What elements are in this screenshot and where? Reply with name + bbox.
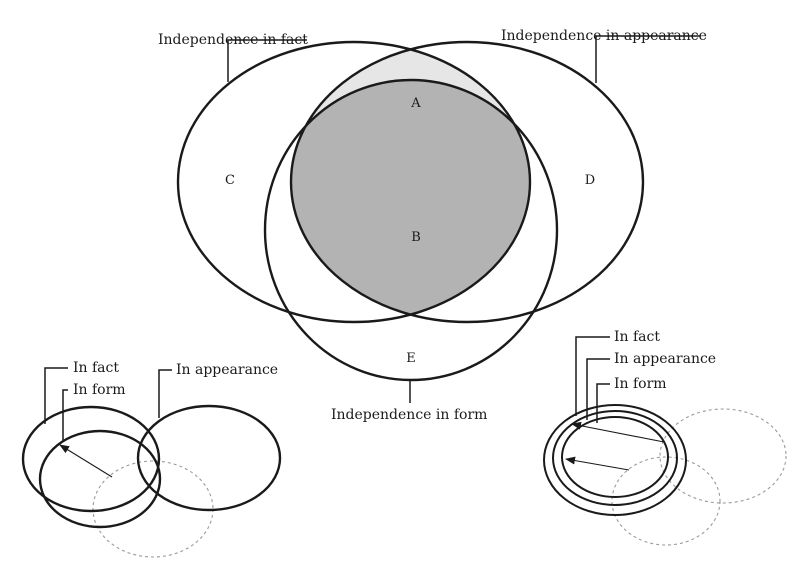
left-in-form-circle bbox=[38, 429, 162, 529]
right-dashed-circle-lower bbox=[611, 456, 721, 546]
independence-in-form-label: Independence in form bbox=[331, 407, 487, 423]
right-in-appearance-circle bbox=[552, 410, 678, 506]
right-in-form-circle bbox=[561, 416, 669, 498]
appearance-leader-line bbox=[595, 35, 700, 83]
left-fact-leader bbox=[44, 367, 68, 424]
right-in-appearance-label: In appearance bbox=[614, 351, 716, 367]
independence-in-appearance-circle bbox=[289, 40, 645, 324]
right-fact-leader bbox=[575, 336, 610, 416]
right-appearance-leader bbox=[586, 358, 610, 420]
right-in-fact-circle bbox=[543, 404, 687, 516]
left-in-appearance-label: In appearance bbox=[176, 362, 278, 378]
independence-in-fact-circle bbox=[176, 40, 532, 324]
region-a-label: A bbox=[410, 96, 421, 111]
fact-leader-line bbox=[227, 39, 307, 82]
right-shift-arrow-lower bbox=[565, 456, 630, 471]
left-appearance-leader bbox=[158, 369, 172, 418]
right-form-leader bbox=[596, 383, 610, 423]
right-shift-arrow-upper bbox=[571, 421, 665, 443]
region-c-label: C bbox=[225, 173, 235, 188]
right-dashed-circle-upper bbox=[659, 408, 787, 504]
right-in-fact-label: In fact bbox=[614, 329, 660, 345]
left-inset: In fact In form In appearance bbox=[21, 360, 282, 558]
region-d-label: D bbox=[585, 173, 595, 188]
right-inset: In fact In appearance In form bbox=[543, 329, 787, 546]
left-in-fact-label: In fact bbox=[73, 360, 119, 376]
left-in-appearance-circle bbox=[136, 404, 282, 512]
left-shift-arrow bbox=[59, 444, 113, 478]
region-b-label: B bbox=[411, 230, 421, 245]
region-e-label: E bbox=[406, 351, 416, 366]
left-in-form-label: In form bbox=[73, 382, 126, 398]
independence-in-form-circle bbox=[263, 78, 559, 382]
left-in-fact-circle bbox=[21, 405, 161, 513]
right-in-form-label: In form bbox=[614, 376, 667, 392]
left-form-leader bbox=[62, 389, 68, 441]
